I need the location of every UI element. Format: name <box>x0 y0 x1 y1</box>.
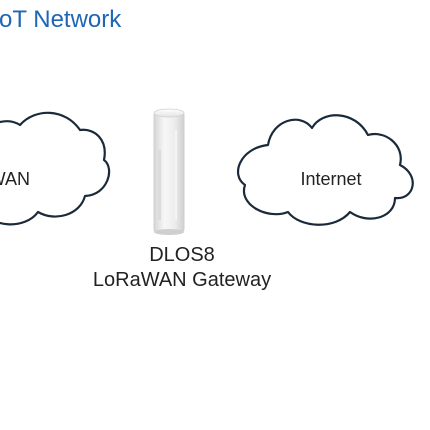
internet-cloud: Internet <box>236 114 414 226</box>
lorawan-cloud: RaWAN <box>0 111 111 226</box>
internet-cloud-label: Internet <box>300 169 361 189</box>
gateway-device <box>153 108 185 235</box>
gateway-role: LoRaWAN Gateway <box>92 269 272 291</box>
gateway-name: DLOS8 <box>149 244 215 266</box>
page-title: oT Network <box>0 6 122 33</box>
lorawan-cloud-label: RaWAN <box>0 169 30 189</box>
